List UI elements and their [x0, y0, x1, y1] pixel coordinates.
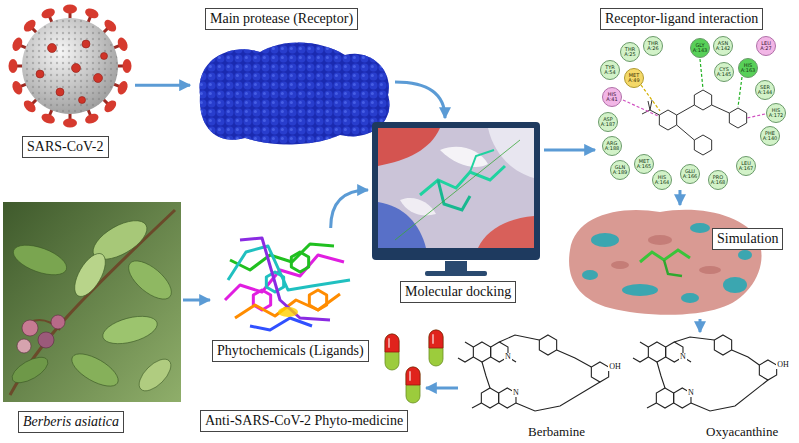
labeled-panel: Simulation [565, 205, 793, 317]
atom-label: N [687, 389, 695, 397]
residue-label: GLU A:166 [680, 164, 700, 184]
flow-arrow [678, 190, 681, 205]
residue-label: HIS A:41 [602, 87, 622, 107]
flow-arrow [135, 84, 190, 87]
labeled-panel: Phytochemicals (Ligands) [210, 228, 369, 366]
compound-name: Berbamine [528, 424, 585, 440]
residue-label: THR A:25 [620, 42, 640, 62]
residue-label: MET A:165 [634, 154, 654, 174]
plant-photo [3, 202, 181, 402]
residue-label: PHE A:140 [760, 126, 780, 146]
compound-name: Oxyacanthine [706, 424, 778, 440]
ligand-overlay [225, 238, 350, 330]
monitor-picture [372, 122, 540, 276]
labeled-panel: Berberis asiatica [0, 200, 183, 440]
residue-label: LEU A:27 [756, 36, 776, 56]
atom-label: OH [776, 361, 790, 369]
atom-label: N [512, 389, 520, 397]
residue-label: ASP A:187 [598, 112, 618, 132]
capsules [385, 330, 443, 403]
residue-label: PRO A:168 [708, 170, 728, 190]
caption-box: Molecular docking [400, 281, 516, 303]
caption-box: SARS-CoV-2 [22, 136, 109, 158]
atom-label: OH [608, 363, 622, 371]
flow-arrow [544, 148, 595, 151]
residue-label: HIS A:164 [652, 170, 672, 190]
residue-label: THR A:26 [643, 36, 663, 56]
caption-box: Anti-SARS-CoV-2 Phyto-medicine [200, 410, 408, 432]
caption-box: Main protease (Receptor) [205, 8, 358, 30]
residue-label: GLN A:189 [610, 160, 630, 180]
residue-label: CYS A:145 [714, 62, 734, 82]
flow-arrow [395, 82, 445, 118]
residue-label: HIS A:163 [738, 58, 758, 78]
residue-label: MET A:49 [624, 68, 644, 88]
interaction-map [623, 59, 765, 155]
protein-picture [200, 43, 390, 145]
residue-label: LEU A:167 [736, 156, 756, 176]
flow-arrow [183, 299, 210, 302]
labeled-panel: Main protease (Receptor) [190, 5, 395, 145]
flow-arrow [426, 387, 458, 390]
caption-box: Simulation [712, 228, 783, 250]
atom-label: N [679, 353, 687, 361]
caption-box: Berberis asiatica [18, 411, 124, 433]
residue-label: GLY A:143 [690, 38, 710, 58]
residue-label: SER A:144 [755, 80, 775, 100]
labeled-panel: Anti-SARS-CoV-2 Phyto-medicine [198, 406, 430, 438]
residue-label: TYR A:54 [600, 60, 620, 80]
oxyacanthine-structure [633, 335, 777, 411]
atom-label: N [504, 353, 512, 361]
caption-box: Receptor-ligand interaction [600, 8, 763, 30]
surface-picture [569, 210, 761, 315]
residue-label: ASN A:142 [713, 36, 733, 56]
labeled-panel: SARS-CoV-2 [2, 2, 135, 162]
flow-arrow [699, 319, 702, 332]
berbamine-structure [458, 335, 609, 411]
virus-picture [9, 5, 132, 128]
caption-box: Phytochemicals (Ligands) [212, 340, 369, 362]
residue-label: ARG A:188 [602, 136, 622, 156]
residue-label: HIS A:172 [766, 103, 786, 123]
flow-arrow [331, 190, 368, 228]
labeled-panel: Molecular docking [368, 118, 544, 308]
